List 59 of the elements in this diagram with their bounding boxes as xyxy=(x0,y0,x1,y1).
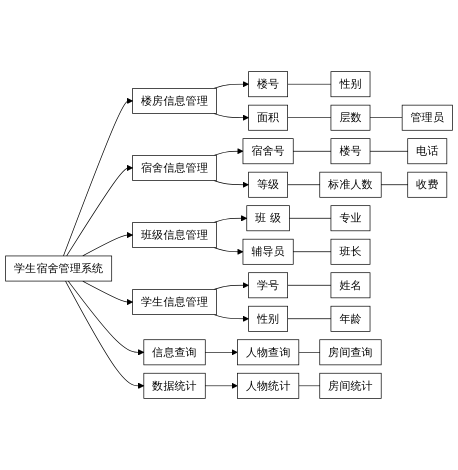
connector xyxy=(298,352,320,353)
arrow xyxy=(213,314,249,322)
node-box: 年龄 xyxy=(330,306,370,332)
node-box: 标准人数 xyxy=(319,172,382,198)
connector xyxy=(287,117,332,118)
node-box: 性别 xyxy=(330,71,370,98)
arrow xyxy=(213,113,249,121)
connector xyxy=(370,117,402,118)
node-box: 人物统计 xyxy=(237,372,300,399)
connector xyxy=(289,218,332,219)
connector xyxy=(287,184,320,186)
node-box: 楼号 xyxy=(330,138,370,164)
arrow xyxy=(66,164,133,256)
arrow xyxy=(213,81,249,89)
connector xyxy=(298,385,320,386)
node-box: 学生信息管理 xyxy=(132,289,217,315)
arrow xyxy=(213,215,248,223)
node-box: 班长 xyxy=(330,238,370,265)
connector xyxy=(380,184,408,186)
node-box: 数据统计 xyxy=(143,372,206,399)
node-box: 姓名 xyxy=(330,272,370,298)
node-box: 面积 xyxy=(248,104,288,131)
node-box: 房间查询 xyxy=(319,339,382,366)
arrow xyxy=(65,280,144,389)
arrow xyxy=(82,280,133,306)
node-box: 楼房信息管理 xyxy=(132,88,217,114)
connector xyxy=(287,318,332,320)
arrow xyxy=(82,232,133,256)
arrow xyxy=(213,180,249,188)
node-box: 专业 xyxy=(330,205,370,232)
node-box: 信息查询 xyxy=(143,339,206,366)
node-box: 等级 xyxy=(248,172,288,198)
node-box: 学生宿舍管理系统 xyxy=(5,256,112,282)
arrow xyxy=(213,247,244,255)
arrow xyxy=(63,98,133,256)
node-box: 电话 xyxy=(407,138,448,164)
arrow xyxy=(68,280,144,356)
connector xyxy=(292,150,332,152)
connector xyxy=(287,284,332,286)
connector xyxy=(292,251,332,252)
node-box: 学号 xyxy=(248,272,288,298)
node-box: 收费 xyxy=(407,172,448,198)
node-box: 房间统计 xyxy=(319,372,382,399)
node-box: 辅导员 xyxy=(242,238,294,265)
node-box: 楼号 xyxy=(248,71,288,98)
arrow xyxy=(213,282,249,290)
node-box: 管理员 xyxy=(402,104,453,131)
node-box: 宿舍信息管理 xyxy=(132,155,217,181)
node-box: 宿舍号 xyxy=(242,138,294,164)
node-box: 班级信息管理 xyxy=(132,222,217,248)
arrow xyxy=(204,349,238,356)
node-box: 层数 xyxy=(330,104,370,131)
arrow xyxy=(204,382,238,389)
node-box: 班 级 xyxy=(246,205,290,232)
connector xyxy=(287,84,332,85)
node-box: 人物查询 xyxy=(237,339,300,366)
connector xyxy=(370,150,408,152)
node-box: 性别 xyxy=(248,306,288,332)
arrow xyxy=(213,148,244,156)
